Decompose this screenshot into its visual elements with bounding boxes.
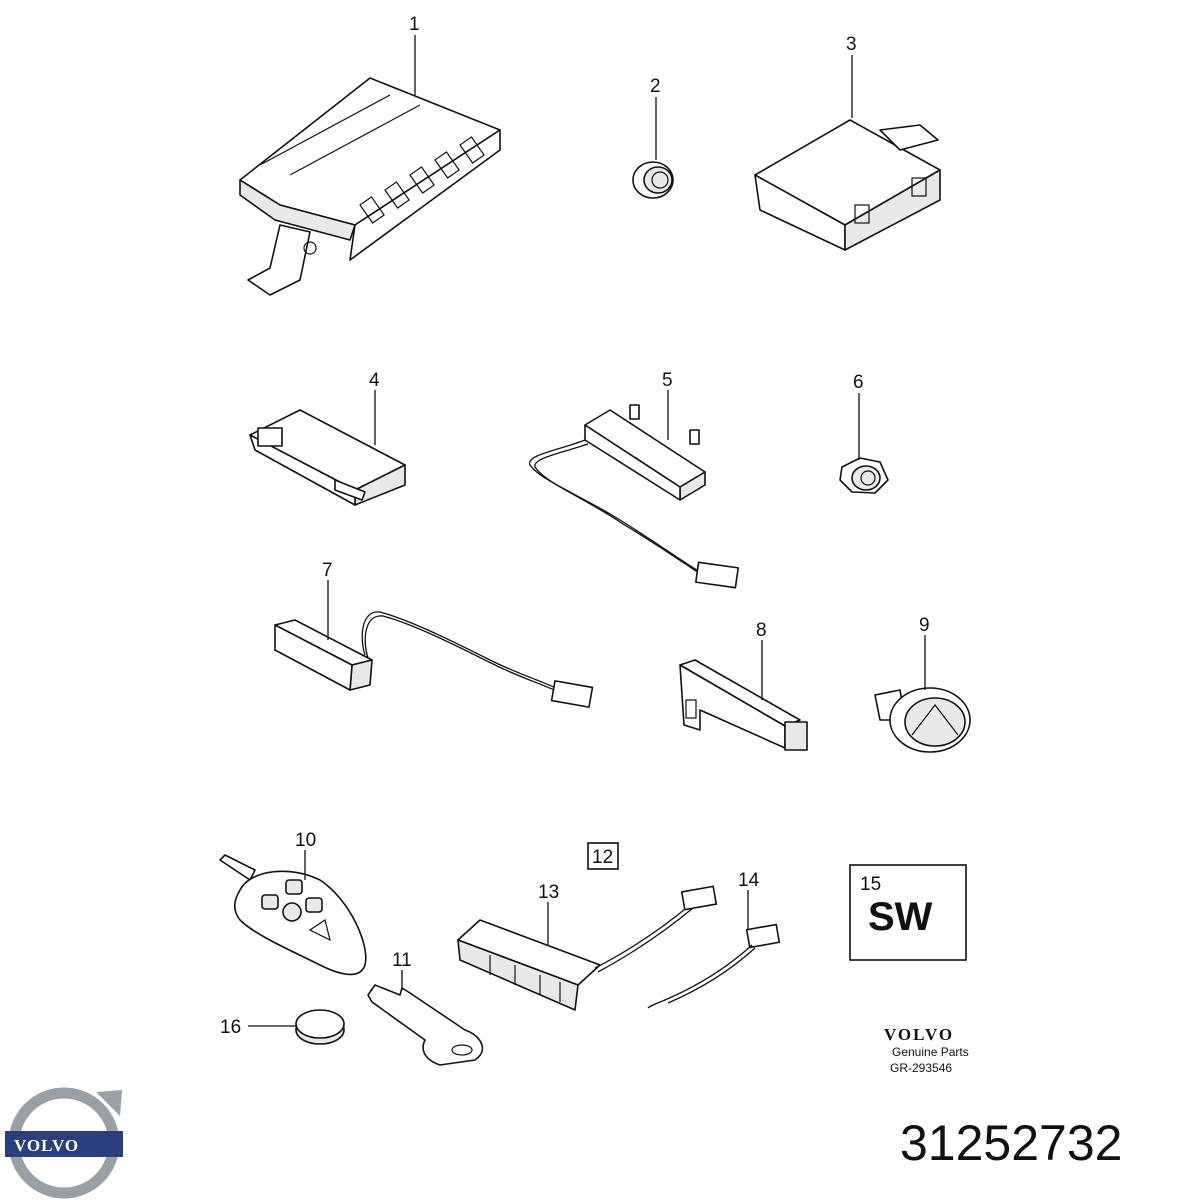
callout-15: 15 [860,874,881,895]
part-3-module-box [754,119,941,251]
footer-genuine-parts: Genuine Parts [892,1045,969,1059]
volvo-logo: VOLVO [5,1087,123,1199]
callout-12-box [587,842,619,870]
callout-5: 5 [662,370,673,391]
callout-16: 16 [220,1017,241,1038]
callout-12: 12 [592,847,613,868]
part-7-antenna [274,611,594,708]
part-8-sensor-bracket [679,659,808,751]
footer-gr-code: GR-293546 [890,1061,952,1075]
part-6-nut [839,457,889,494]
part-11-key-blade [367,984,484,1066]
part-9-switch [874,687,971,753]
callout-3: 3 [846,34,857,55]
part-10-key-fob [219,854,367,976]
part-14-cable [647,923,781,1009]
logo-text: VOLVO [14,1136,79,1155]
callout-6: 6 [853,372,864,393]
footer-brand: VOLVO [884,1025,954,1044]
part-1-control-module [239,77,501,296]
part-15-software-box [849,864,967,961]
callout-9: 9 [919,615,930,636]
callout-1: 1 [409,14,420,35]
callout-10: 10 [295,830,316,851]
callout-2: 2 [650,76,661,97]
part-16-battery [295,1009,345,1045]
part-13-antenna-strip [457,885,718,1011]
callout-14: 14 [738,870,760,891]
callout-4: 4 [369,370,380,391]
callout-7: 7 [322,560,333,581]
callout-8: 8 [756,620,767,641]
callout-13: 13 [538,882,559,903]
part-number: 31252732 [900,1115,1122,1171]
part-5-antenna [529,404,739,589]
sw-label: SW [868,895,933,939]
part-2-grommet [632,161,674,199]
part-4-sensor [249,409,406,506]
callout-11: 11 [392,950,412,971]
